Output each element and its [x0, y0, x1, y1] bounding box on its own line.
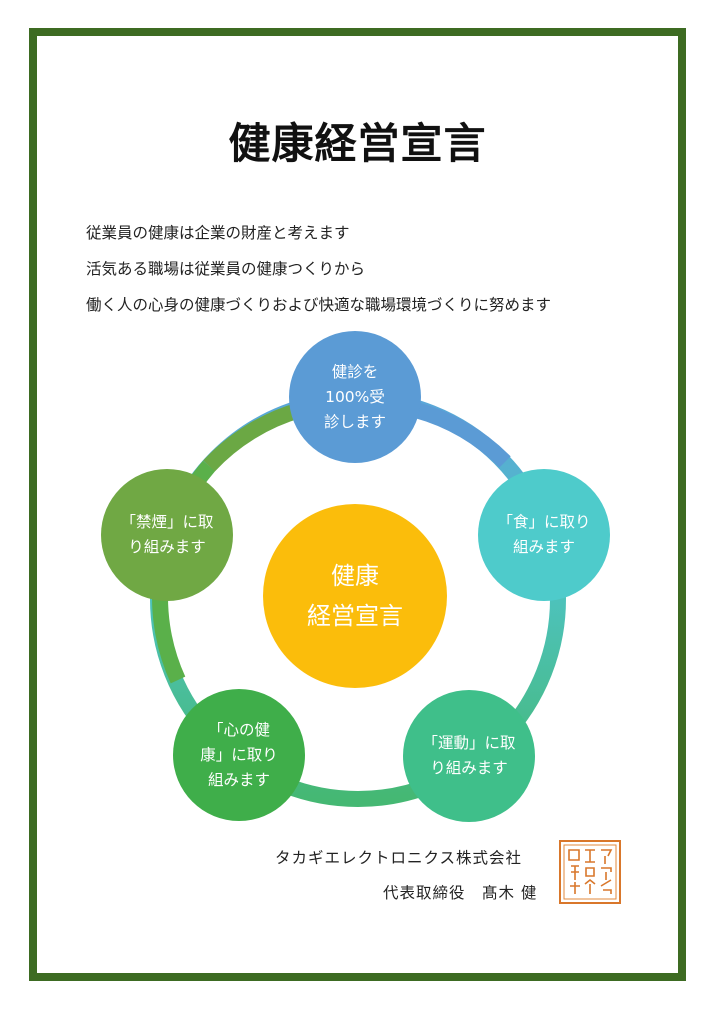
page-title: 健康経営宣言 — [228, 119, 487, 168]
node-label-line: り組みます — [128, 538, 206, 556]
node-circle-checkup — [289, 331, 421, 463]
intro-statements: 従業員の健康は企業の財産と考えます 活気ある職場は従業員の健康つくりから 働く人… — [86, 222, 551, 330]
node-label-line: 「食」に取り — [497, 513, 591, 531]
center-label-line-2: 経営宣言 — [307, 602, 403, 630]
node-label-line: 「心の健 — [207, 720, 270, 739]
intro-line-2: 活気ある職場は従業員の健康つくりから — [86, 260, 366, 278]
node-circle-diet — [478, 469, 610, 601]
node-label-smoking: 「禁煙」に取 り組みます — [101, 469, 233, 601]
node-label-line: 康」に取り — [200, 745, 278, 764]
seal-pattern — [563, 844, 617, 900]
center-label: 健康 経営宣言 — [263, 504, 447, 688]
ring-arc-topright — [413, 402, 511, 468]
node-label-line: 組みます — [512, 538, 575, 556]
node-circle-exercise — [403, 690, 535, 822]
node-label-line: 健診を — [331, 362, 379, 381]
node-label-mental: 「心の健 康」に取り 組みます — [173, 689, 305, 821]
node-label-line: 診します — [323, 412, 386, 431]
node-label-line: 「禁煙」に取 — [120, 513, 214, 531]
node-label-line: 「運動」に取 — [422, 734, 516, 752]
node-label-line: り組みます — [430, 759, 508, 777]
ring-arc-topleft — [203, 402, 303, 472]
node-label-line: 組みます — [207, 770, 270, 789]
center-label-line-1: 健康 — [331, 562, 379, 590]
node-label-checkup: 健診を 100%受 診します — [289, 331, 421, 463]
company-name: タカギエレクトロニクス株式会社 — [275, 849, 523, 867]
intro-line-3: 働く人の心身の健康づくりおよび快適な職場環境づくりに努めます — [86, 296, 552, 314]
node-circle-smoking — [101, 469, 233, 601]
node-label-diet: 「食」に取り 組みます — [478, 469, 610, 601]
intro-line-1: 従業員の健康は企業の財産と考えます — [86, 224, 350, 242]
representative-name: 代表取締役 髙木 健 — [383, 884, 538, 902]
node-label-line: 100%受 — [325, 387, 385, 406]
center-circle — [263, 504, 447, 688]
node-circle-mental — [173, 689, 305, 821]
company-seal-stamp — [559, 840, 621, 904]
node-label-exercise: 「運動」に取 り組みます — [403, 690, 535, 822]
